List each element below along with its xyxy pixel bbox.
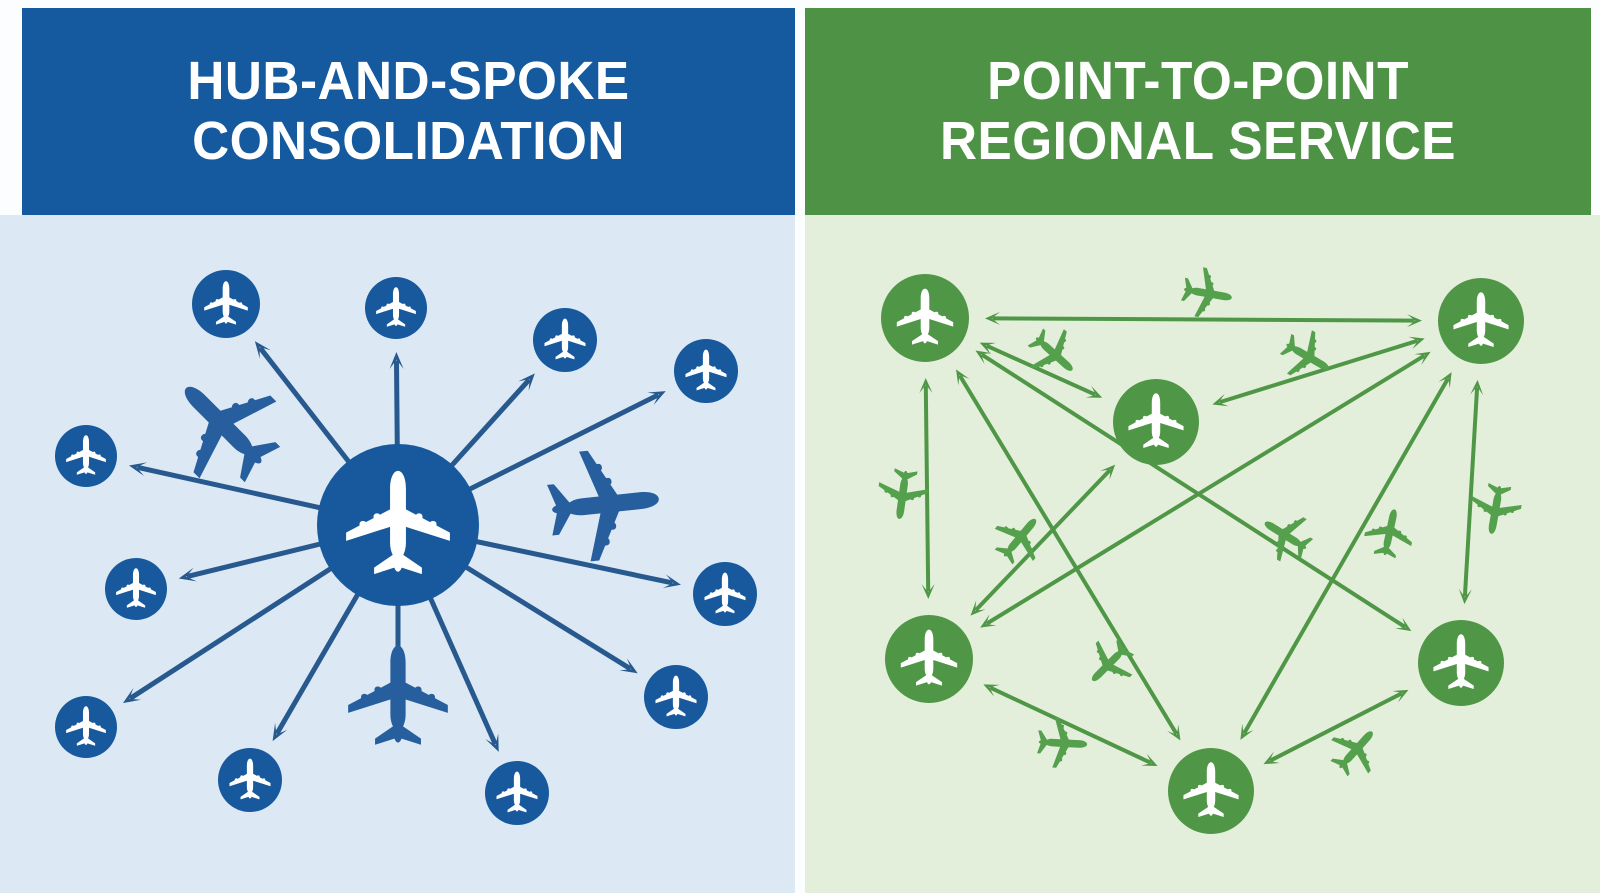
title-line-1: HUB-AND-SPOKE <box>187 51 630 112</box>
title-line-1: POINT-TO-POINT <box>987 51 1409 112</box>
title-line-2: CONSOLIDATION <box>192 110 625 171</box>
point-to-point-panel <box>805 215 1600 893</box>
title-line-2: REGIONAL SERVICE <box>940 110 1456 171</box>
hub-and-spoke-panel <box>0 215 795 893</box>
